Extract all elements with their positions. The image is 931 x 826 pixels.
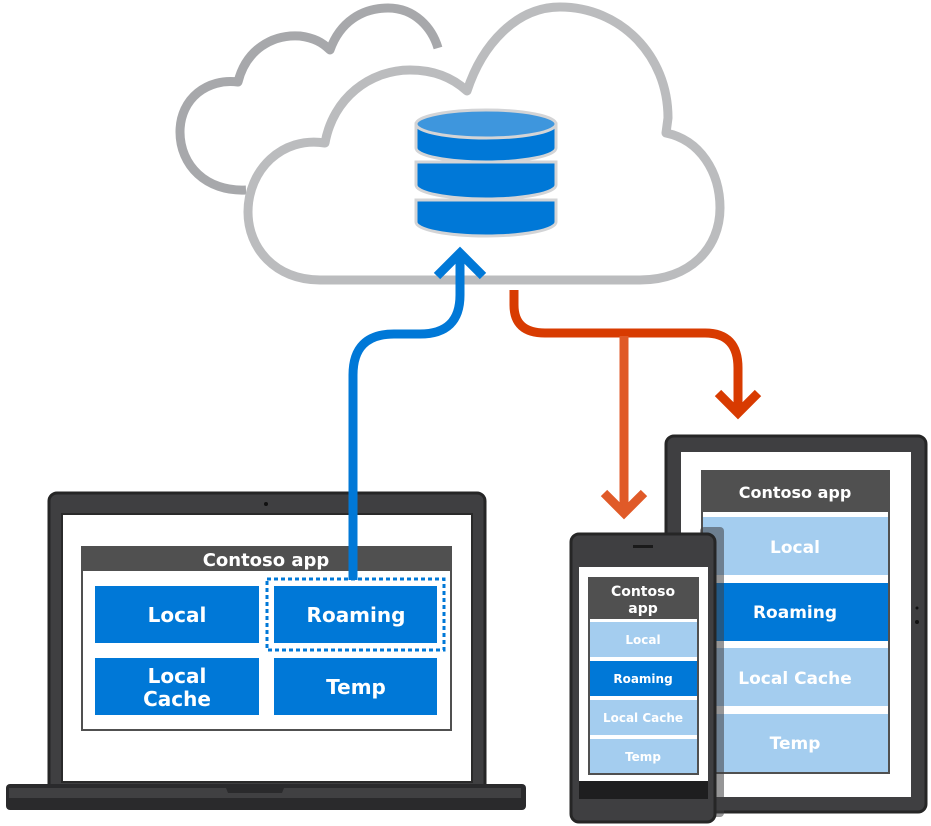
laptop-app-window: Contoso app Local Roaming Local Cache Te…: [81, 546, 452, 731]
tablet-row-temp[interactable]: Temp: [703, 714, 888, 772]
svg-text:Cache: Cache: [143, 687, 211, 711]
laptop-tile-local-cache[interactable]: Local Cache: [95, 658, 259, 715]
laptop-tile-temp[interactable]: Temp: [274, 658, 437, 715]
svg-text:Local Cache: Local Cache: [603, 711, 683, 725]
svg-text:Roaming: Roaming: [307, 603, 406, 627]
tablet-row-local[interactable]: Local: [703, 517, 888, 575]
phone-row-local[interactable]: Local: [590, 622, 697, 657]
phone-app-window: Contoso app Local Roaming Local Cache Te…: [588, 577, 699, 775]
phone-app-title-line1: Contoso: [611, 584, 676, 600]
database-icon: [414, 108, 558, 238]
svg-text:Local: Local: [625, 633, 660, 647]
svg-text:Local Cache: Local Cache: [738, 669, 851, 689]
svg-text:Local: Local: [148, 664, 207, 688]
tablet-app-window: Contoso app Local Roaming Local Cache Te…: [701, 470, 890, 774]
svg-text:Temp: Temp: [770, 734, 821, 754]
tablet-row-roaming[interactable]: Roaming: [703, 583, 888, 641]
back-cloud: [175, 3, 443, 195]
tablet-app-title: Contoso app: [739, 483, 852, 502]
svg-text:Temp: Temp: [625, 750, 661, 764]
phone-row-temp[interactable]: Temp: [590, 739, 697, 773]
phone-row-roaming[interactable]: Roaming: [590, 661, 697, 696]
laptop-tile-roaming[interactable]: Roaming: [265, 577, 446, 652]
tablet-row-local-cache[interactable]: Local Cache: [703, 648, 888, 706]
svg-text:Temp: Temp: [326, 675, 386, 699]
phone-row-local-cache[interactable]: Local Cache: [590, 700, 697, 735]
svg-text:Roaming: Roaming: [613, 672, 672, 686]
svg-text:Roaming: Roaming: [753, 603, 837, 623]
laptop-tile-local[interactable]: Local: [95, 586, 259, 643]
svg-text:Local: Local: [148, 603, 207, 627]
phone-app-title-line2: app: [628, 601, 658, 617]
laptop-app-title: Contoso app: [203, 550, 330, 571]
download-arrow-phone: [509, 290, 762, 520]
svg-text:Local: Local: [770, 538, 820, 558]
upload-arrow: [348, 246, 487, 580]
